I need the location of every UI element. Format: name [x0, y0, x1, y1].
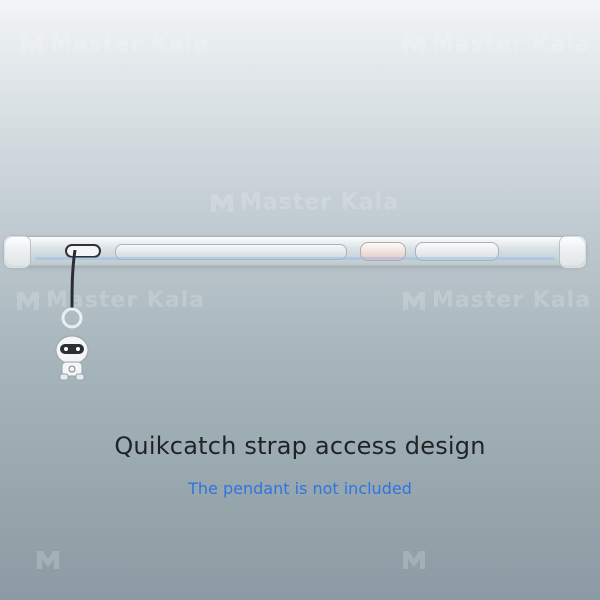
mk-logo-icon	[37, 551, 59, 569]
caption-title: Quikcatch strap access design	[114, 432, 486, 460]
power-button-cover	[360, 242, 406, 261]
watermark-bottom-right	[400, 545, 428, 573]
clear-phone-case-icon	[3, 235, 587, 269]
watermark-text: Master Kala	[432, 31, 592, 57]
mk-logo-icon	[211, 194, 233, 212]
watermark-mid-right: Master Kala	[400, 286, 591, 314]
watermark-text: Master Kala	[50, 31, 210, 57]
watermark-top-right: Master Kala	[400, 30, 591, 58]
mk-logo-icon	[21, 36, 43, 54]
watermark-center: Master Kala	[208, 188, 399, 216]
astronaut-pendant-icon	[55, 335, 89, 381]
inner-rail	[35, 257, 555, 260]
mk-logo-icon	[403, 551, 425, 569]
volume-button-cover	[415, 242, 499, 261]
lanyard-strap-icon	[55, 250, 89, 381]
mk-logo-icon	[403, 36, 425, 54]
case-corner-right	[559, 235, 587, 269]
watermark-bottom-left	[34, 545, 62, 573]
caption-subtitle: The pendant is not included	[188, 479, 412, 498]
mk-logo-icon	[403, 292, 425, 310]
mk-logo-icon	[17, 292, 39, 310]
case-corner-left	[3, 235, 31, 269]
watermark-top-left: Master Kala	[18, 30, 209, 58]
watermark-text: Master Kala	[432, 287, 592, 313]
watermark-text: Master Kala	[240, 189, 400, 215]
